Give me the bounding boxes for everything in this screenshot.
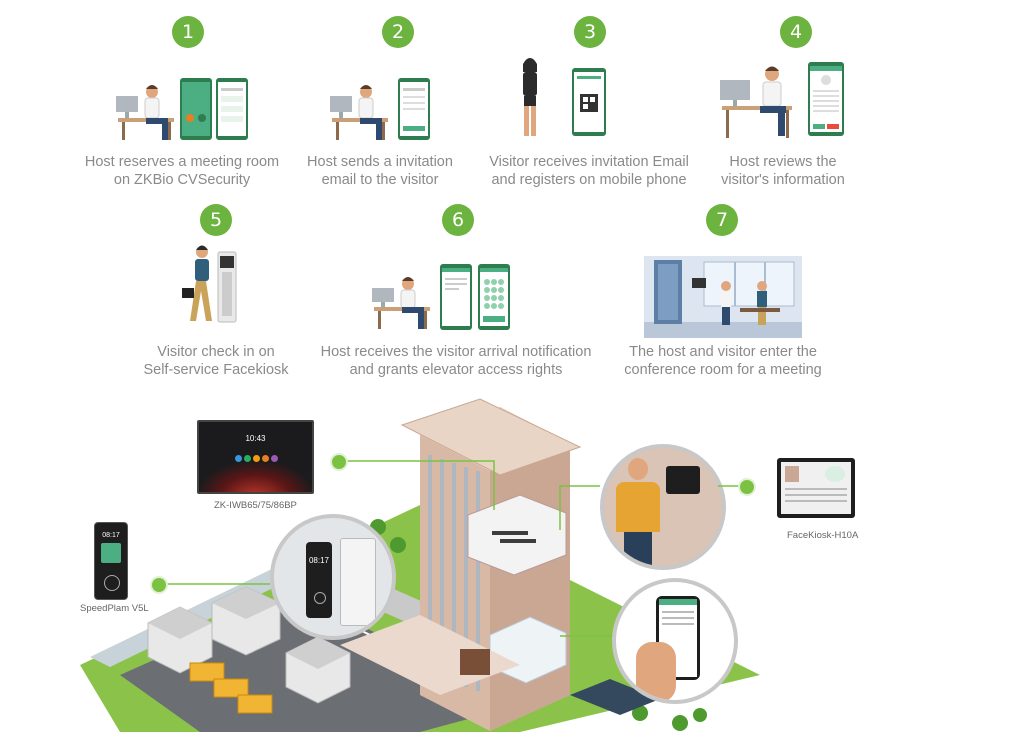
host-sending-email-icon [330, 78, 430, 140]
whiteboard-clock: 10:43 [245, 434, 266, 443]
zoom-access-device: 08:17 [270, 514, 396, 640]
step-2-badge: 2 [382, 16, 414, 48]
step-1-badge: 1 [172, 16, 204, 48]
connector-dot-facekiosk [738, 478, 756, 496]
host-elevator-access-icon [372, 264, 510, 330]
warehouse-3 [285, 636, 351, 704]
step-6-badge: 6 [442, 204, 474, 236]
facekiosk-checkin-icon [182, 245, 237, 323]
facekiosk-label: FaceKiosk-H10A [787, 530, 859, 541]
conference-room-icon [644, 256, 802, 338]
step-3-badge: 3 [574, 16, 606, 48]
zoom-host-facekiosk [600, 444, 726, 570]
connector-dot-speedface [150, 576, 168, 594]
speedface-device: 08:17 [94, 522, 128, 600]
visitor-registers-phone-icon [523, 58, 606, 136]
building-scene [80, 398, 760, 732]
step-4-badge: 4 [780, 16, 812, 48]
warehouse-2 [211, 586, 281, 656]
step-7-badge: 7 [706, 204, 738, 236]
host-at-desk-icon [116, 78, 248, 140]
facekiosk-device [777, 458, 855, 518]
interactive-whiteboard: 10:43 [197, 420, 314, 494]
warehouse-1 [147, 606, 213, 674]
connector-dot-whiteboard [330, 453, 348, 471]
whiteboard-label: ZK-IWB65/75/86BP [214, 500, 297, 511]
step-5-badge: 5 [200, 204, 232, 236]
speedface-label: SpeedPlam V5L [80, 603, 149, 614]
zoom-phone-hand [612, 578, 738, 704]
step-6-caption: Host receives the visitor arrival notifi… [320, 344, 592, 378]
host-reviews-visitor-icon [720, 62, 844, 138]
